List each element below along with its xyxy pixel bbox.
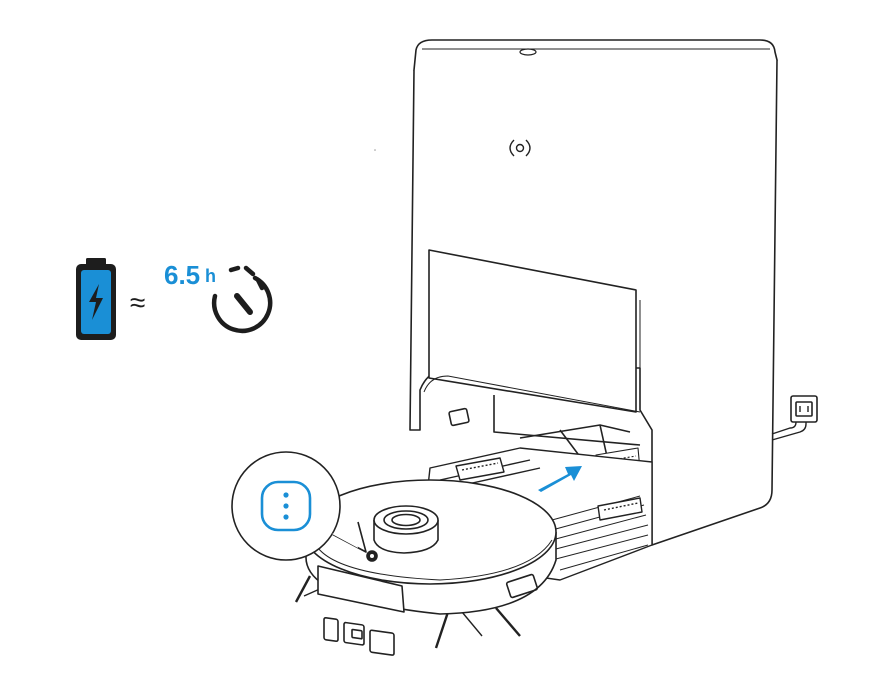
- brand-logo-icon: [509, 139, 531, 157]
- wall-outlet-icon: [790, 395, 818, 423]
- indicator-light-icon: [260, 480, 312, 532]
- robot-power-button-icon: [366, 550, 378, 562]
- robot-vacuum: [294, 479, 557, 656]
- speck: [374, 149, 376, 151]
- battery-charging-icon: [76, 258, 116, 340]
- approx-symbol: ≈: [130, 287, 145, 318]
- clock-icon: [211, 265, 273, 334]
- insert-arrow-icon: [538, 466, 582, 492]
- charging-info: ≈ 6.5 h: [76, 258, 273, 340]
- charging-duration-value: 6.5: [164, 260, 200, 290]
- button-callout: [231, 451, 367, 561]
- charging-duration-unit: h: [205, 266, 216, 286]
